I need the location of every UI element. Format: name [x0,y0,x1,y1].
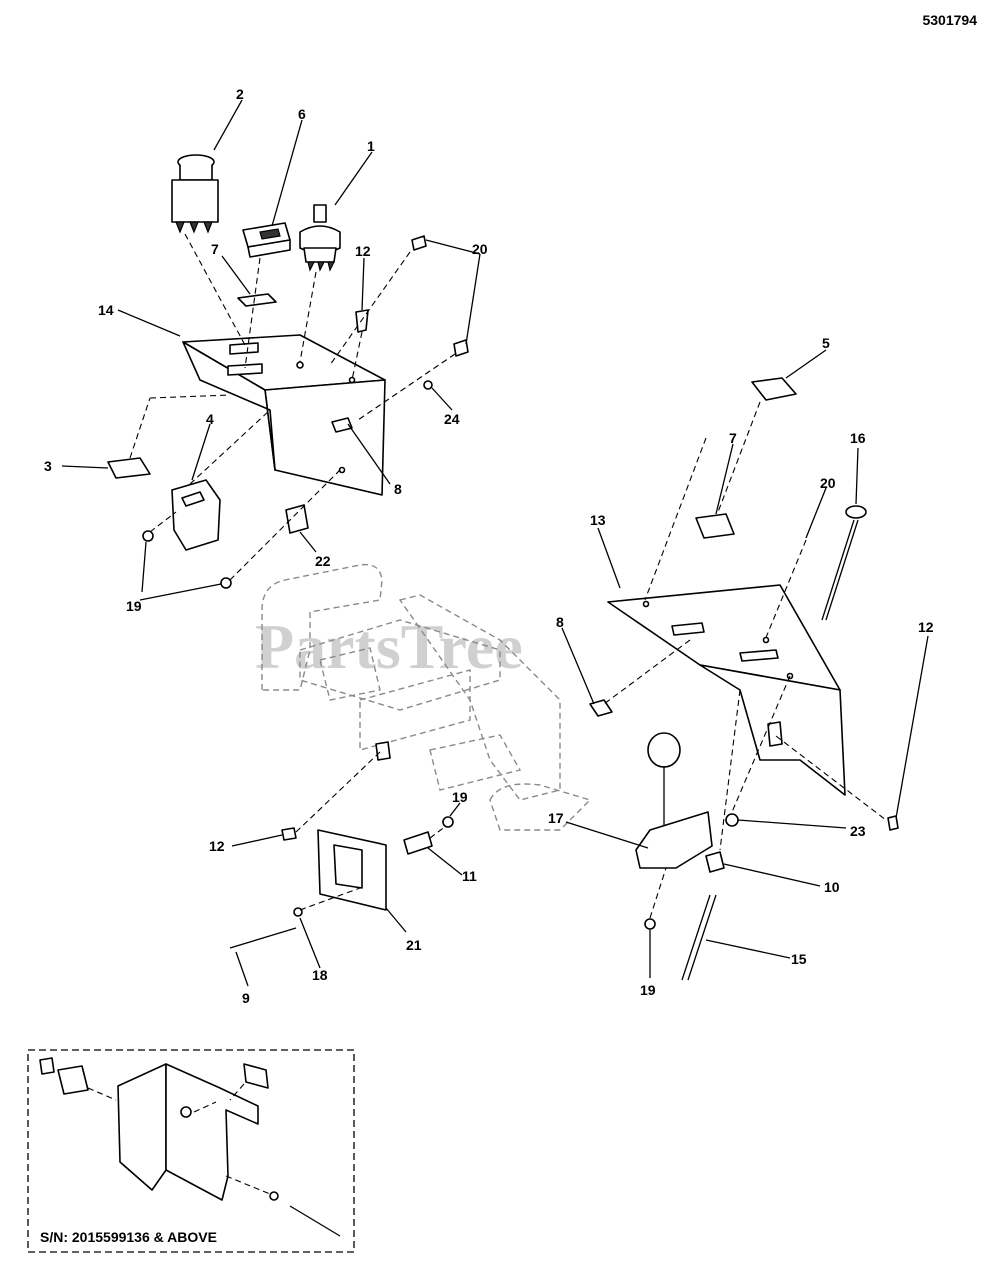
callout-8-left: 8 [394,481,402,497]
pto-switch [171,154,219,234]
throttle-control [635,732,713,869]
callout-2: 2 [236,86,244,102]
clip-bracket-top [375,741,391,761]
ignition-switch [299,204,341,272]
frame-ghost-outline [261,563,592,831]
callout-8-right: 8 [556,614,564,630]
callout-20-left: 20 [472,241,488,257]
callout-1: 1 [367,138,375,154]
cap-cover [751,377,797,401]
callout-24: 24 [444,411,460,427]
nut-19-c [644,918,656,930]
callout-20-right: 20 [820,475,836,491]
callout-23: 23 [850,823,866,839]
callout-11: 11 [462,868,477,884]
nut-19-d [442,816,454,828]
clip-8-right [589,699,613,717]
callout-7-right: 7 [729,430,737,446]
choke-cable [821,505,867,621]
inset-serial-label: S/N: 2015599136 & ABOVE [40,1229,217,1245]
screw-12-lower [281,827,297,841]
callout-13: 13 [590,512,606,528]
washer-23 [725,813,739,827]
rocker-switch [171,479,221,551]
gasket-left [237,293,277,307]
spacer-11 [403,831,433,855]
callout-9: 9 [242,990,250,1006]
callout-7-left: 7 [211,241,219,257]
callout-leaders [61,99,929,987]
callout-10: 10 [824,879,840,895]
clip-right-panel [767,721,783,747]
screws-upper [355,235,469,357]
callout-21: 21 [406,937,422,953]
throttle-rod [681,894,717,981]
bolt-9 [229,927,297,949]
callout-15: 15 [791,951,807,967]
screw-12-right [887,815,899,831]
watermark-text: PartsTree [255,611,523,682]
callout-19-mid: 19 [452,789,468,805]
washer-24 [423,380,433,390]
clip-nut [285,504,309,534]
nut-19-b [220,577,232,589]
callout-19-right: 19 [640,982,656,998]
callout-17: 17 [548,810,564,826]
bezel [107,457,151,479]
callout-4: 4 [206,411,214,427]
dash-panel-left [182,334,386,496]
assembly-lines [129,233,887,919]
clip-8-left [331,417,353,433]
nut-10 [705,851,725,873]
callout-12-top: 12 [355,243,371,259]
callout-5: 5 [822,335,830,351]
switch-housing [242,222,291,258]
callout-14: 14 [98,302,114,318]
callout-22: 22 [315,553,331,569]
callout-3: 3 [44,458,52,474]
gasket-right [695,513,735,539]
inset-detail: S/N: 2015599136 & ABOVE [27,1049,355,1253]
document-number: 5301794 [922,12,977,28]
callout-12-right: 12 [918,619,934,635]
callout-18: 18 [312,967,328,983]
callout-6: 6 [298,106,306,122]
callout-labels: 1 2 3 4 5 6 7 7 8 8 9 10 11 12 12 12 13 … [44,86,934,1006]
callout-19-left: 19 [126,598,142,614]
dash-panel-right [607,584,846,796]
callout-16: 16 [850,430,866,446]
nut-19-a [142,530,154,542]
lower-bracket [317,829,387,911]
callout-12-lower: 12 [209,838,225,854]
